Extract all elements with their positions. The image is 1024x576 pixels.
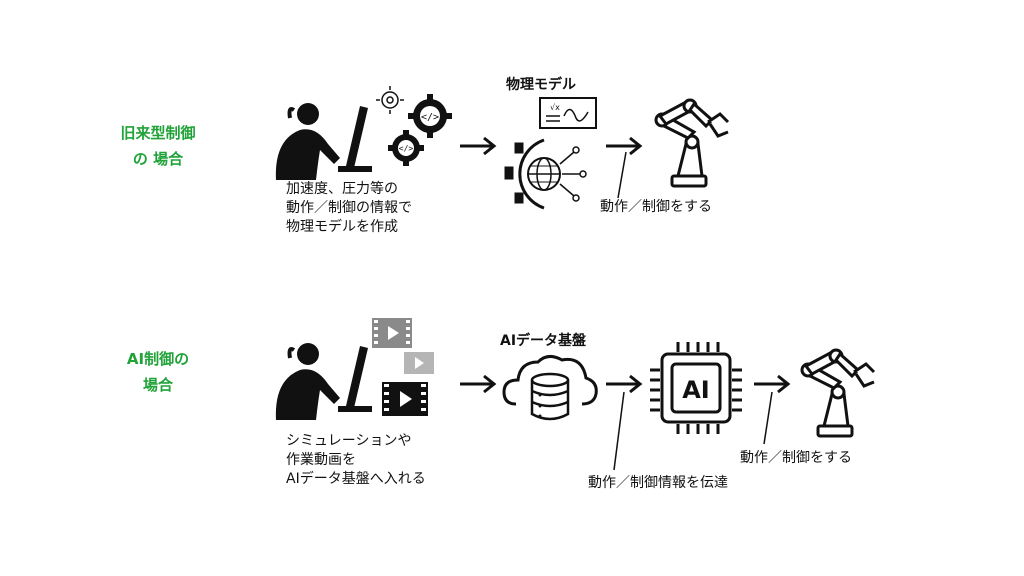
engineer-icon xyxy=(275,103,372,180)
arrow-right-icon xyxy=(460,136,497,156)
ai-chip-icon: AI xyxy=(650,342,742,434)
physical-model-icon: √x xyxy=(504,97,597,210)
physical-model-title: 物理モデル xyxy=(506,77,576,93)
row1-action-caption: 動作／制御をする xyxy=(600,199,712,215)
callout-line xyxy=(613,391,625,471)
svg-text:</>: </> xyxy=(421,112,439,123)
row1-caption: 加速度、圧力等の 動作／制御の情報で 物理モデルを作成 xyxy=(286,181,412,235)
callout-line xyxy=(617,151,627,199)
row2-label: AI制御の 場合 xyxy=(126,350,190,394)
arrow-right-icon xyxy=(606,374,643,394)
code-gears-icon: </> </> xyxy=(376,86,452,166)
arrow-right-icon xyxy=(754,374,791,394)
robot-arm-icon xyxy=(654,98,730,188)
engineer-icon xyxy=(275,343,372,420)
arrow-right-icon xyxy=(460,374,497,394)
svg-text:</>: </> xyxy=(399,144,414,153)
video-icon xyxy=(382,382,428,416)
ai-data-platform-title: AIデータ基盤 xyxy=(500,333,587,349)
robot-arm-icon xyxy=(800,348,876,438)
video-icon xyxy=(404,352,434,374)
database-cloud-icon xyxy=(502,355,598,421)
svg-text:√x: √x xyxy=(550,103,560,112)
video-icon xyxy=(372,318,412,348)
row2-caption: シミュレーションや 作業動画を AIデータ基盤へ入れる xyxy=(286,433,426,487)
row2-transfer-caption: 動作／制御情報を伝達 xyxy=(588,475,728,491)
ai-chip-label: AI xyxy=(682,376,710,404)
row2-action-caption: 動作／制御をする xyxy=(740,450,852,466)
callout-line xyxy=(763,391,773,445)
row1-label: 旧来型制御の 場合 xyxy=(120,124,196,168)
arrow-right-icon xyxy=(606,136,643,156)
